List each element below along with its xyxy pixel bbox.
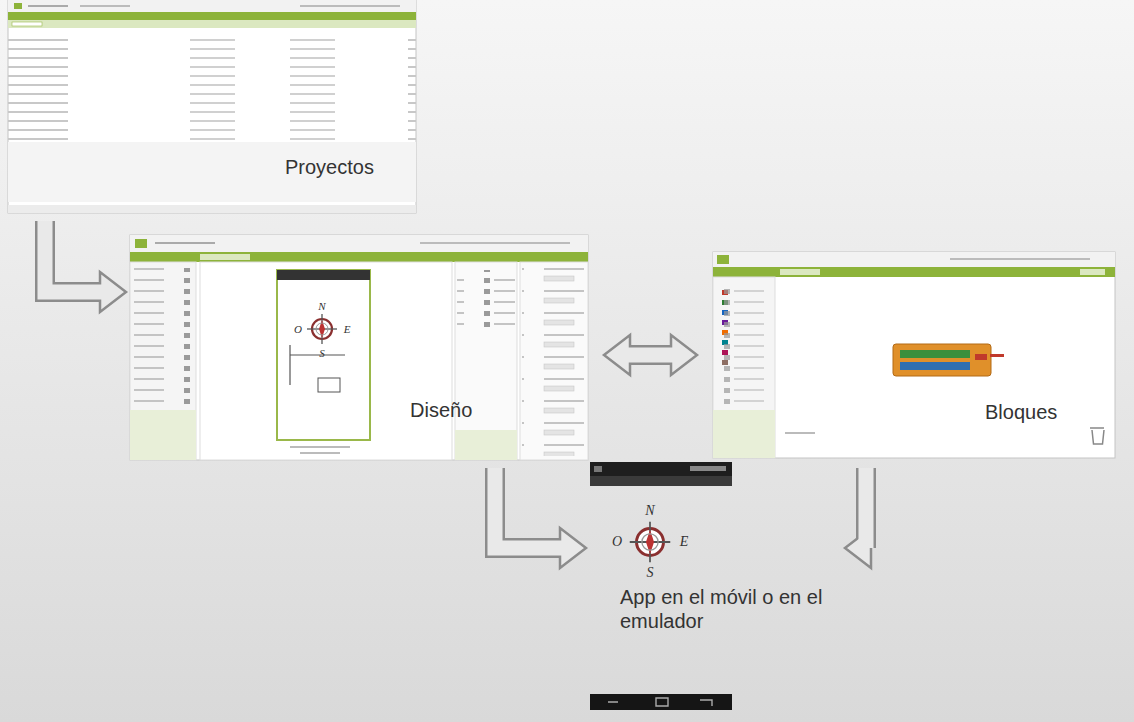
screenshot-panel: Bloques <box>713 252 1115 458</box>
compass-letter: S <box>647 566 654 580</box>
panel-caption: Proyectos <box>285 155 415 179</box>
compass-letter: E <box>344 324 351 335</box>
block-arrow <box>45 221 126 312</box>
compass-letter: O <box>612 535 622 549</box>
arrow-shaft-fill <box>495 468 563 548</box>
compass-letter: S <box>319 348 325 359</box>
compass-letter: N <box>645 504 654 518</box>
compass-letter: O <box>294 324 302 335</box>
arrow-head <box>671 335 697 375</box>
block-arrow <box>495 468 586 568</box>
blocks-screenshot <box>713 252 1115 458</box>
panel-caption: App en el móvil o en el emulador <box>620 585 835 633</box>
arrow-head <box>100 272 126 312</box>
designer-screenshot <box>130 235 588 460</box>
block-arrow <box>845 468 871 568</box>
compass-letter: N <box>318 301 325 312</box>
block-arrow <box>604 335 697 375</box>
arrow-head <box>560 528 586 568</box>
compass-letter: E <box>680 535 689 549</box>
panel-caption: Bloques <box>985 400 1105 424</box>
arrow-shaft <box>495 468 560 548</box>
arrow-head <box>604 335 630 375</box>
panel-caption: Diseño <box>410 398 530 422</box>
projects-screenshot <box>8 0 416 213</box>
screenshot-panel: App en el móvil o en el emulador <box>590 460 841 712</box>
arrow-shaft-fill <box>627 348 674 363</box>
arrow-shaft <box>866 468 871 548</box>
screenshot-panel: Diseño <box>130 235 588 460</box>
arrow-shaft-fill <box>45 221 103 292</box>
arrow-shaft <box>45 221 100 292</box>
arrow-shaft-fill <box>866 468 868 548</box>
screenshot-panel: Proyectos <box>8 0 421 213</box>
